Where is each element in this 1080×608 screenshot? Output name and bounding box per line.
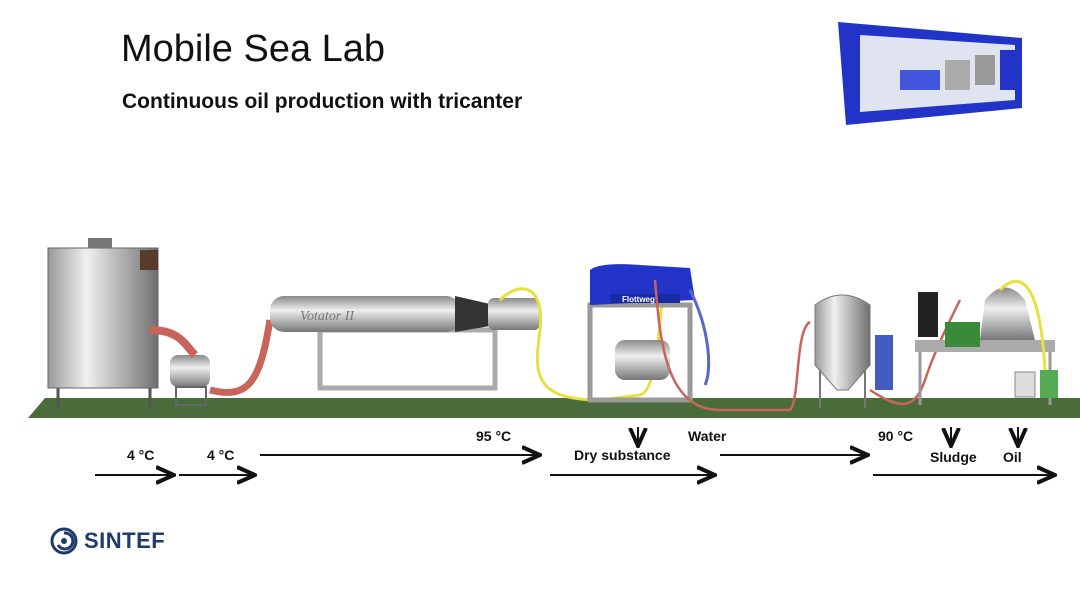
- pump: [170, 355, 210, 406]
- temperature-label: 90 °C: [878, 428, 914, 444]
- sintef-logo-icon: [50, 527, 78, 555]
- mobile-lab-container-image: [838, 22, 1022, 125]
- storage-tank: [47, 238, 159, 408]
- sintef-logo: SINTEF: [50, 527, 165, 555]
- dry-substance-label: Dry substance: [574, 447, 671, 463]
- tricanter: Flottweg: [587, 264, 695, 403]
- flottweg-logo: Flottweg: [622, 295, 655, 304]
- temperature-label: 4 °C: [207, 447, 235, 463]
- water-label: Water: [688, 428, 727, 444]
- heating-tank: [814, 294, 893, 408]
- oil-label: Oil: [1003, 449, 1022, 465]
- sintef-brand-text: SINTEF: [84, 528, 166, 553]
- temperature-label: 4 °C: [127, 447, 155, 463]
- ground-floor: [28, 398, 1080, 418]
- votator-logo: Votator II: [300, 309, 355, 324]
- slide-title: Mobile Sea Lab: [121, 28, 386, 70]
- sludge-label: Sludge: [930, 449, 977, 465]
- votator-heat-exchanger: Votator II: [270, 296, 540, 391]
- separator: [915, 287, 1058, 405]
- slide-subtitle: Continuous oil production with tricanter: [122, 90, 523, 113]
- temperature-label: 95 °C: [476, 428, 512, 444]
